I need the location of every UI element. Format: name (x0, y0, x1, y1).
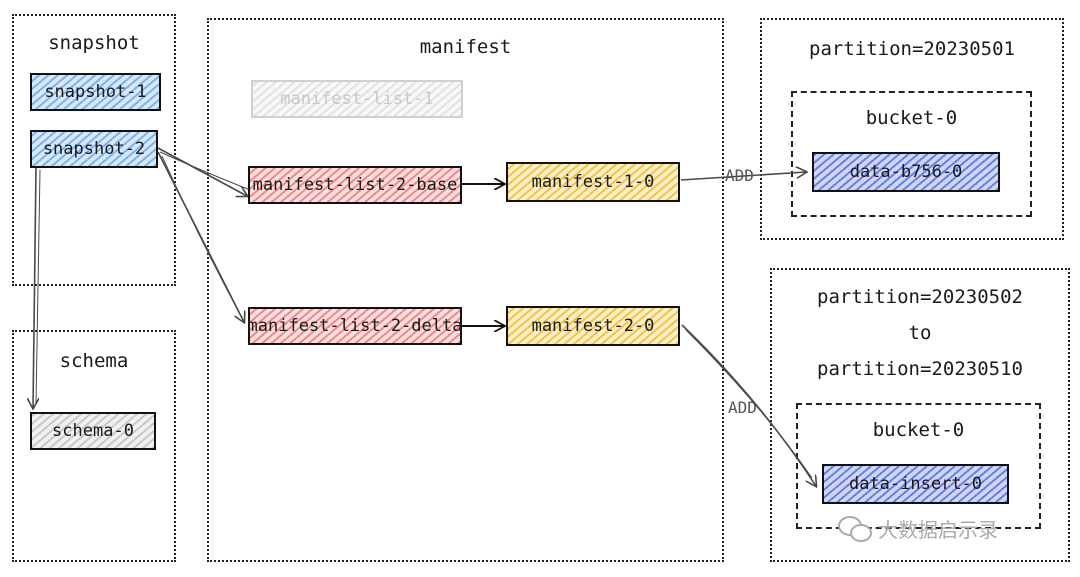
node-snapshot-2[interactable]: snapshot-2 (30, 130, 158, 168)
manifest-group-title: manifest (419, 36, 512, 58)
node-manifest-list-1[interactable]: manifest-list-1 (251, 80, 463, 118)
bucket-0-box-1: bucket-0 (791, 91, 1032, 217)
partition-range-title-line2: to (908, 322, 932, 344)
watermark: 大数据启示录 (838, 514, 998, 543)
node-schema-0[interactable]: schema-0 (30, 412, 156, 450)
node-snapshot-1[interactable]: snapshot-1 (30, 73, 161, 111)
partition-20230501-group: partition=20230501 (760, 18, 1064, 240)
node-data-insert-0[interactable]: data-insert-0 (822, 464, 1009, 504)
node-manifest-list-2-delta[interactable]: manifest-list-2-delta (248, 307, 462, 345)
add-label-1: ADD (725, 166, 754, 185)
node-manifest-2-0[interactable]: manifest-2-0 (506, 306, 680, 346)
bucket-0-title-1: bucket-0 (865, 107, 958, 129)
wechat-icon (838, 515, 872, 542)
schema-group: schema (12, 330, 176, 562)
node-manifest-list-2-base[interactable]: manifest-list-2-base (248, 166, 462, 204)
watermark-text: 大数据启示录 (878, 518, 998, 542)
bucket-0-title-2: bucket-0 (872, 419, 965, 441)
partition-20230501-title: partition=20230501 (809, 38, 1015, 60)
partition-range-title-line1: partition=20230502 (817, 286, 1023, 308)
node-data-b756-0[interactable]: data-b756-0 (812, 152, 1000, 192)
node-manifest-1-0[interactable]: manifest-1-0 (506, 162, 680, 202)
add-label-2: ADD (728, 398, 757, 417)
schema-group-title: schema (59, 350, 129, 372)
snapshot-group-title: snapshot (48, 32, 140, 54)
partition-range-title-line3: partition=20230510 (817, 358, 1023, 380)
